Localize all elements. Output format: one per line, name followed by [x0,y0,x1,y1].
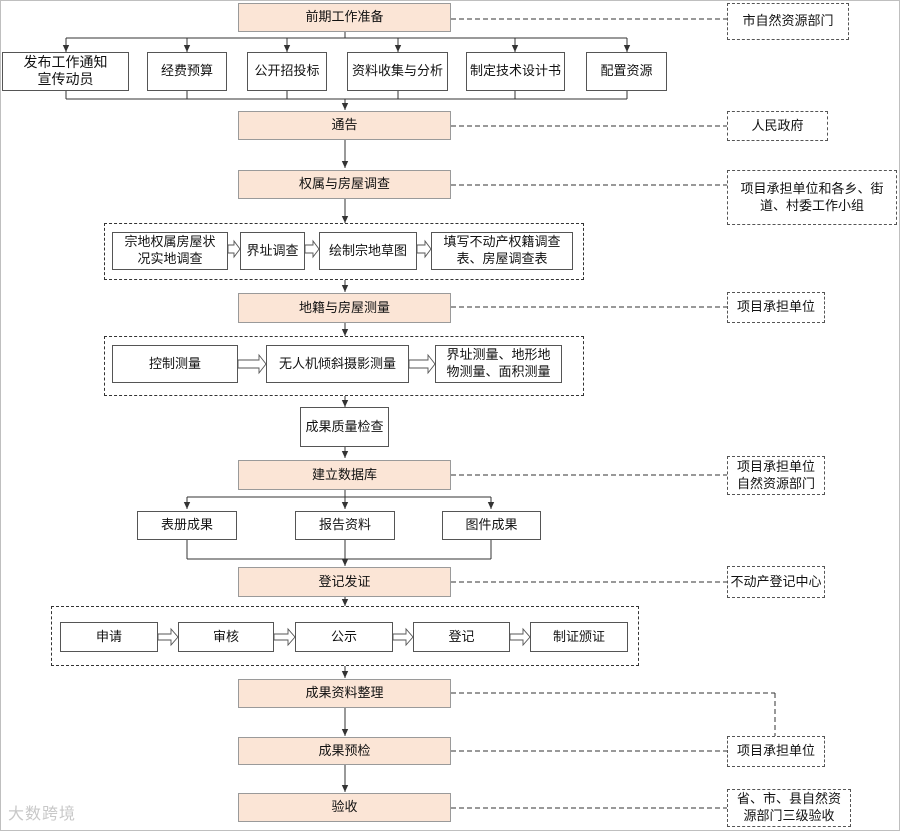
step-registration: 登记发证 [238,567,451,597]
registration-task-group [51,606,639,666]
step-preparation: 前期工作准备 [238,3,451,32]
step-notice: 通告 [238,111,451,140]
registration-task-apply: 申请 [60,622,158,652]
db-output-maps: 图件成果 [442,511,541,540]
watermark: 大数跨境 [8,804,77,823]
registration-task-register: 登记 [413,622,510,652]
step-cadastral-measurement: 地籍与房屋测量 [238,293,451,323]
prep-task-data-collection: 资料收集与分析 [347,52,448,91]
responsible-precheck: 项目承担单位 [727,736,825,767]
step-data-organization: 成果资料整理 [238,679,451,708]
measure-task-control: 控制测量 [112,345,238,383]
responsible-prep: 市自然资源部门 [727,3,849,40]
registration-task-issue-certificate: 制证颁证 [530,622,628,652]
survey-task-group [104,223,584,280]
survey-task-forms: 填写不动产权籍调查 表、房屋调查表 [431,232,573,270]
measure-task-group [104,336,584,396]
prep-task-budget: 经费预算 [147,52,227,91]
step-build-database: 建立数据库 [238,460,451,490]
survey-task-boundary: 界址调查 [240,232,305,270]
survey-task-field-investigation: 宗地权属房屋状 况实地调查 [112,232,228,270]
prep-task-technical-design: 制定技术设计书 [466,52,565,91]
quality-check-box: 成果质量检查 [300,407,389,447]
measure-task-drone: 无人机倾斜摄影测量 [266,345,409,383]
prep-task-resources: 配置资源 [586,52,667,91]
step-acceptance: 验收 [238,793,451,822]
step-precheck: 成果预检 [238,737,451,765]
step-ownership-survey: 权属与房屋调查 [238,170,451,199]
registration-task-publicize: 公示 [295,622,393,652]
prep-task-notice-publicity: 发布工作通知 宣传动员 [2,52,129,91]
responsible-acceptance: 省、市、县自然资 源部门三级验收 [727,789,851,827]
prep-task-bidding: 公开招投标 [247,52,327,91]
measure-task-boundary-area: 界址测量、地形地 物测量、面积测量 [435,345,562,383]
responsible-notice: 人民政府 [727,111,828,141]
responsible-database: 项目承担单位 自然资源部门 [727,456,825,495]
responsible-survey: 项目承担单位和各乡、街 道、村委工作小组 [727,170,897,225]
survey-task-sketch: 绘制宗地草图 [319,232,417,270]
db-output-tables: 表册成果 [137,511,237,540]
db-output-reports: 报告资料 [295,511,395,540]
registration-task-review: 审核 [178,622,274,652]
responsible-measure: 项目承担单位 [727,292,825,323]
responsible-register: 不动产登记中心 [727,566,825,598]
